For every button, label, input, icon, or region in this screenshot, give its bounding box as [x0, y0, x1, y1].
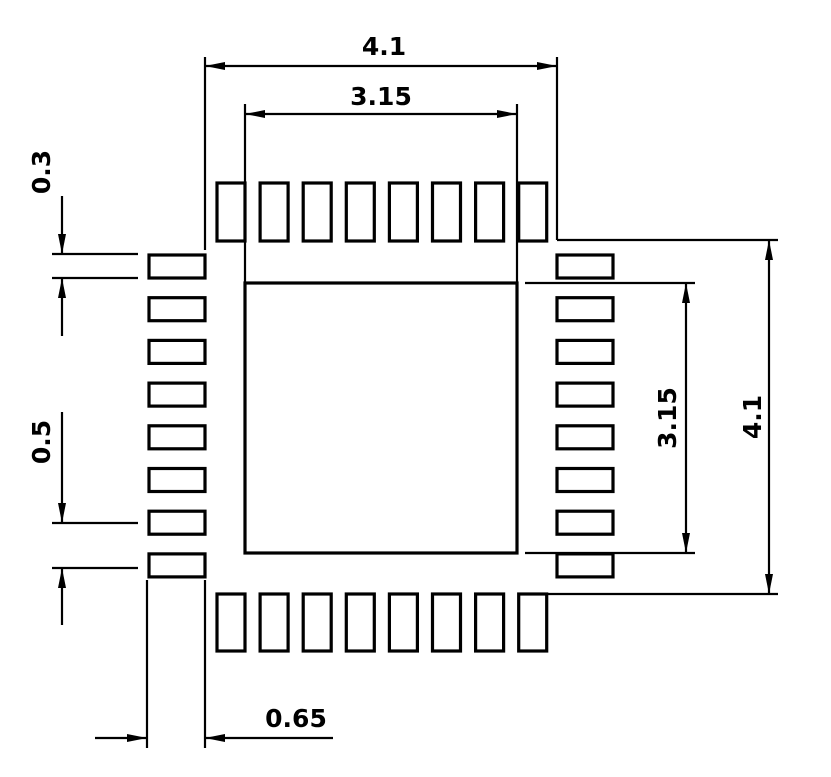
pin-left-7 — [147, 509, 207, 536]
pin-bottom-4 — [344, 592, 376, 653]
pins-bottom — [215, 592, 549, 653]
pin-left-4 — [147, 381, 207, 408]
pins-right — [555, 253, 615, 579]
pin-right-1 — [555, 253, 615, 280]
pin-bottom-1 — [215, 592, 247, 653]
dimension-text-3-15-top: 3.15 — [350, 82, 412, 111]
pin-bottom-6 — [430, 592, 463, 653]
pin-top-3 — [301, 181, 333, 243]
pin-right-8 — [555, 552, 615, 579]
dimension-pin-pitch-left: 0.5 — [27, 412, 138, 625]
pins-top — [215, 181, 549, 243]
pin-top-1 — [215, 181, 247, 243]
dimension-pin-length-bottom: 0.65 — [95, 580, 333, 748]
pin-bottom-2 — [258, 592, 290, 653]
pin-top-2 — [258, 181, 290, 243]
dimension-body-width-top: 4.1 — [203, 32, 559, 250]
pin-bottom-5 — [387, 592, 419, 653]
dimension-text-4-1-top: 4.1 — [362, 32, 406, 61]
dimension-text-0-5: 0.5 — [27, 420, 56, 464]
dimension-pad-width-top: 3.15 — [243, 82, 519, 283]
pin-top-4 — [344, 181, 376, 243]
dimension-text-0-65: 0.65 — [265, 704, 327, 733]
pin-bottom-8 — [517, 592, 549, 653]
pin-right-5 — [555, 424, 615, 451]
pin-left-2 — [147, 296, 207, 323]
pin-top-8 — [517, 181, 549, 243]
pin-left-3 — [147, 338, 207, 365]
pin-left-6 — [147, 466, 207, 494]
pin-top-7 — [474, 181, 506, 243]
pin-bottom-3 — [301, 592, 333, 653]
dimension-pin-width-left: 0.3 — [27, 150, 138, 336]
pin-bottom-7 — [474, 592, 506, 653]
pin-top-5 — [387, 181, 419, 243]
pins-left — [147, 253, 207, 579]
dimension-text-3-15-right: 3.15 — [653, 387, 682, 449]
pin-right-3 — [555, 338, 615, 365]
pin-left-1 — [147, 253, 207, 280]
pin-top-6 — [430, 181, 463, 243]
dimension-text-0-3: 0.3 — [27, 150, 56, 194]
pin-right-6 — [555, 466, 615, 494]
pin-right-7 — [555, 509, 615, 536]
pin-left-5 — [147, 424, 207, 451]
pin-right-2 — [555, 296, 615, 323]
dimension-body-height-right: 4.1 — [547, 238, 778, 596]
exposed-pad — [243, 281, 519, 555]
pin-right-4 — [555, 381, 615, 408]
dimension-text-4-1-right: 4.1 — [738, 395, 767, 439]
pin-left-8 — [147, 552, 207, 579]
dimension-pad-height-right: 3.15 — [525, 281, 695, 555]
